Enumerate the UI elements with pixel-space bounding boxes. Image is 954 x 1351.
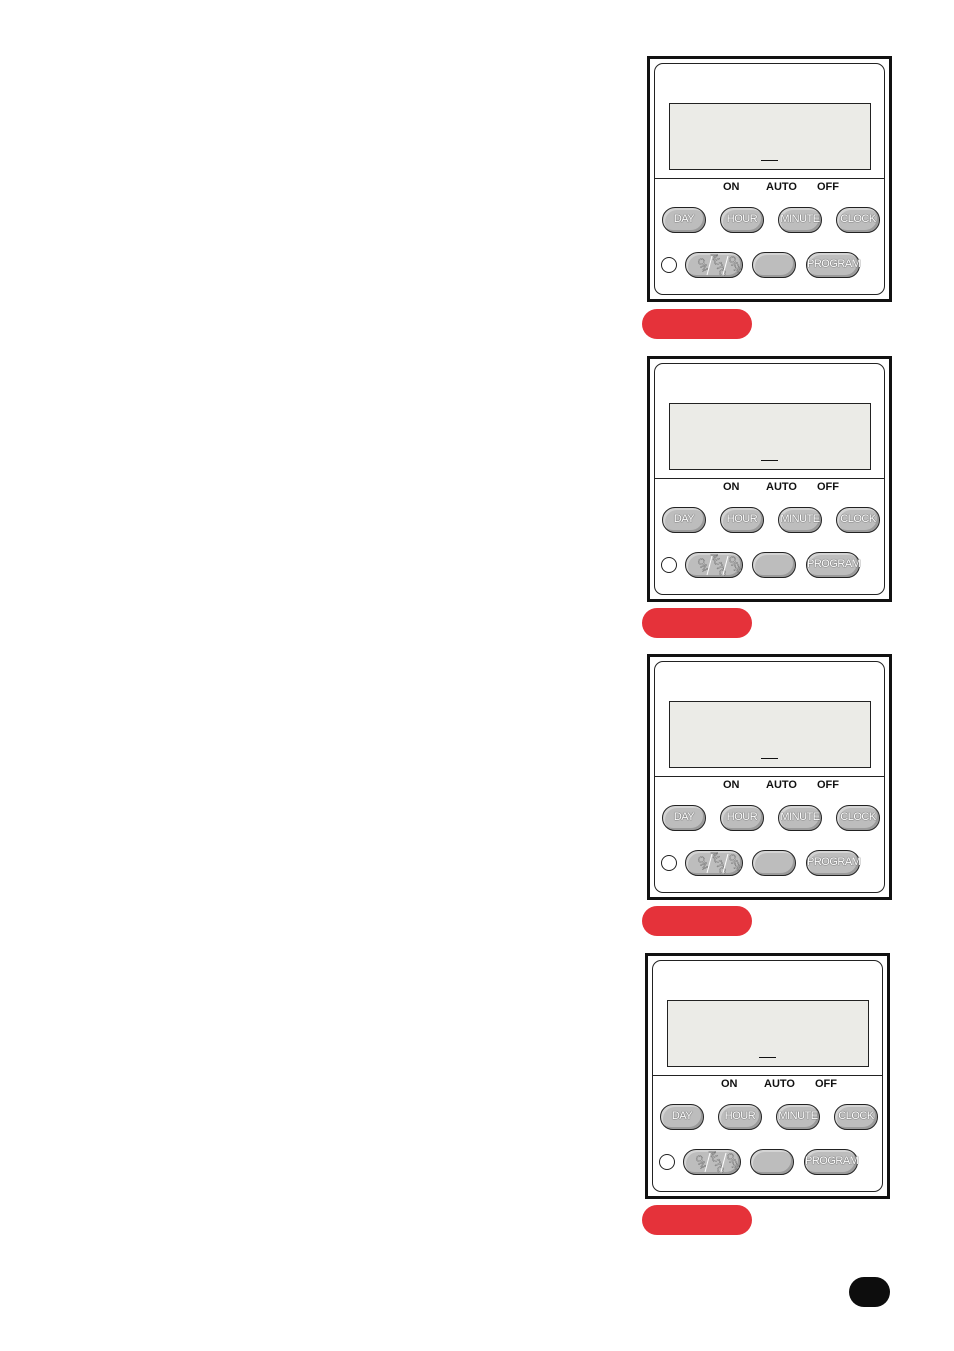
mode-switch-labels: ON AUTO OFF — [695, 851, 743, 876]
divider — [653, 1075, 882, 1076]
page-number-badge — [849, 1277, 890, 1307]
mode-switch[interactable]: ON AUTO OFF — [685, 850, 743, 876]
blank-button[interactable] — [752, 850, 796, 876]
switch-separator — [706, 853, 713, 874]
day-button[interactable]: DAY — [660, 1104, 704, 1130]
switch-separator — [706, 255, 713, 276]
lcd-cursor — [761, 460, 778, 461]
timer-face: ON AUTO OFF DAY HOUR MINUTE CLOCK ON AUT… — [652, 960, 883, 1192]
blank-button[interactable] — [752, 252, 796, 278]
switch-separator — [722, 853, 729, 874]
step-tab-4 — [642, 1205, 752, 1235]
divider — [655, 776, 884, 777]
switch-label-off: OFF — [726, 852, 743, 873]
step-tab-2 — [642, 608, 752, 638]
timer-panel-4: ON AUTO OFF DAY HOUR MINUTE CLOCK ON AUT… — [645, 953, 890, 1199]
switch-separator — [706, 555, 713, 576]
day-button[interactable]: DAY — [662, 507, 706, 533]
lcd-cursor — [761, 160, 778, 161]
mode-label-auto: AUTO — [766, 481, 797, 493]
mode-label-off: OFF — [815, 1078, 837, 1090]
program-button[interactable]: PROGRAM — [804, 1149, 859, 1175]
mode-label-on: ON — [723, 779, 740, 791]
divider — [655, 478, 884, 479]
clock-button[interactable]: CLOCK — [836, 207, 880, 233]
lcd-cursor — [759, 1057, 776, 1058]
switch-separator — [720, 1152, 727, 1173]
mode-switch-labels: ON AUTO OFF — [695, 553, 743, 578]
mode-switch[interactable]: ON AUTO OFF — [685, 552, 743, 578]
timer-face: ON AUTO OFF DAY HOUR MINUTE CLOCK ON AUT… — [654, 661, 885, 893]
mode-label-auto: AUTO — [766, 779, 797, 791]
mode-switch[interactable]: ON AUTO OFF — [683, 1149, 741, 1175]
step-tab-3 — [642, 906, 752, 936]
timer-panel-2: ON AUTO OFF DAY HOUR MINUTE CLOCK ON AUT… — [647, 356, 892, 602]
hour-button[interactable]: HOUR — [720, 805, 764, 831]
minute-button[interactable]: MINUTE — [778, 805, 822, 831]
mode-label-off: OFF — [817, 779, 839, 791]
day-button[interactable]: DAY — [662, 805, 706, 831]
mode-label-on: ON — [723, 181, 740, 193]
timer-face: ON AUTO OFF DAY HOUR MINUTE CLOCK ON AUT… — [654, 363, 885, 595]
lcd-display — [669, 701, 871, 768]
indicator-led — [661, 855, 677, 871]
step-tab-1 — [642, 309, 752, 339]
minute-button[interactable]: MINUTE — [778, 207, 822, 233]
switch-label-off: OFF — [726, 554, 743, 575]
mode-label-on: ON — [723, 481, 740, 493]
lcd-display — [669, 403, 871, 470]
hour-button[interactable]: HOUR — [720, 207, 764, 233]
lcd-display — [669, 103, 871, 170]
indicator-led — [661, 257, 677, 273]
switch-separator — [704, 1152, 711, 1173]
mode-label-off: OFF — [817, 481, 839, 493]
lcd-display — [667, 1000, 869, 1067]
mode-switch-labels: ON AUTO OFF — [693, 1150, 741, 1175]
program-button[interactable]: PROGRAM — [806, 552, 861, 578]
indicator-led — [659, 1154, 675, 1170]
switch-label-off: OFF — [724, 1151, 741, 1172]
switch-label-off: OFF — [726, 254, 743, 275]
mode-label-off: OFF — [817, 181, 839, 193]
minute-button[interactable]: MINUTE — [776, 1104, 820, 1130]
hour-button[interactable]: HOUR — [720, 507, 764, 533]
mode-label-auto: AUTO — [766, 181, 797, 193]
mode-label-auto: AUTO — [764, 1078, 795, 1090]
day-button[interactable]: DAY — [662, 207, 706, 233]
mode-label-on: ON — [721, 1078, 738, 1090]
blank-button[interactable] — [750, 1149, 794, 1175]
indicator-led — [661, 557, 677, 573]
clock-button[interactable]: CLOCK — [834, 1104, 878, 1130]
timer-panel-3: ON AUTO OFF DAY HOUR MINUTE CLOCK ON AUT… — [647, 654, 892, 900]
clock-button[interactable]: CLOCK — [836, 507, 880, 533]
clock-button[interactable]: CLOCK — [836, 805, 880, 831]
switch-separator — [722, 555, 729, 576]
hour-button[interactable]: HOUR — [718, 1104, 762, 1130]
switch-separator — [722, 255, 729, 276]
divider — [655, 178, 884, 179]
program-button[interactable]: PROGRAM — [806, 850, 861, 876]
mode-switch[interactable]: ON AUTO OFF — [685, 252, 743, 278]
blank-button[interactable] — [752, 552, 796, 578]
program-button[interactable]: PROGRAM — [806, 252, 861, 278]
minute-button[interactable]: MINUTE — [778, 507, 822, 533]
lcd-cursor — [761, 758, 778, 759]
timer-face: ON AUTO OFF DAY HOUR MINUTE CLOCK ON AUT… — [654, 63, 885, 295]
mode-switch-labels: ON AUTO OFF — [695, 253, 743, 278]
timer-panel-1: ON AUTO OFF DAY HOUR MINUTE CLOCK ON AUT… — [647, 56, 892, 302]
